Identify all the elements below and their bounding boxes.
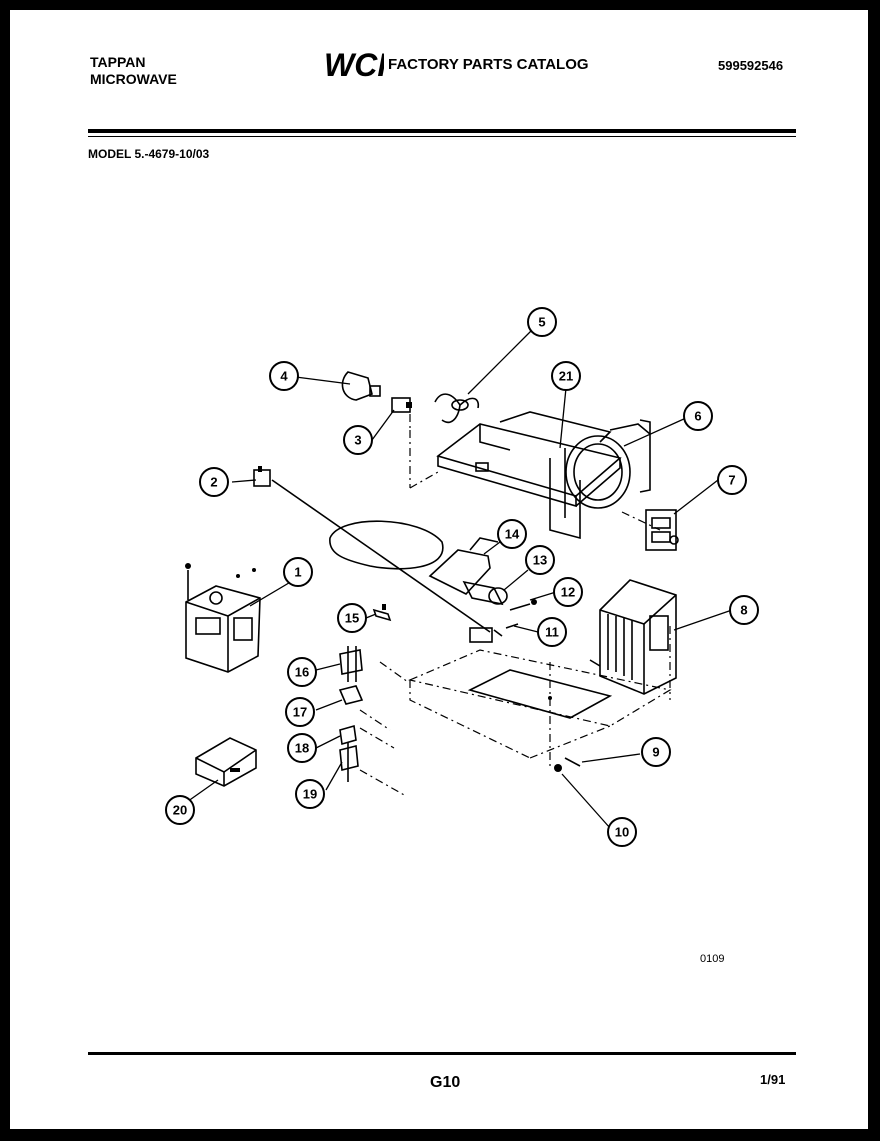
svg-text:13: 13 (533, 553, 547, 568)
capacitor-bracket (428, 537, 499, 595)
magnetron (185, 563, 261, 673)
product-type: MICROWAVE (90, 71, 177, 87)
callout-8: 8 (729, 595, 759, 625)
base-plate-outline (408, 626, 672, 770)
hv-capacitor (462, 580, 508, 606)
callout-4: 4 (269, 361, 299, 391)
power-cord (253, 466, 491, 633)
mounting-screw (548, 696, 581, 772)
callout-13: 13 (525, 545, 555, 575)
svg-text:7: 7 (728, 473, 735, 488)
svg-text:11: 11 (545, 625, 559, 640)
brand-block: TAPPAN MICROWAVE (90, 54, 177, 88)
callout-1: 1 (283, 557, 313, 587)
fan-motor-assembly (565, 419, 661, 531)
fan-blade (434, 393, 480, 424)
catalog-number: 599592546 (718, 58, 784, 73)
footer-rule (88, 1052, 796, 1055)
callout-14: 14 (497, 519, 527, 549)
callout-11: 11 (537, 617, 567, 647)
callout-10: 10 (607, 817, 637, 847)
catalog-title: FACTORY PARTS CATALOG (388, 56, 589, 73)
svg-text:8: 8 (740, 603, 747, 618)
parts-catalog-page: TAPPAN MICROWAVE WCI FACTORY PARTS CATAL… (10, 10, 868, 1129)
svg-text:21: 21 (559, 369, 573, 384)
lamp-socket (391, 397, 412, 430)
callout-2: 2 (199, 467, 229, 497)
monitor-switch (339, 724, 395, 749)
header-rule-thin (88, 136, 796, 137)
callout-20: 20 (165, 795, 195, 825)
logo-text: WCI (324, 48, 384, 82)
thermal-cutout (645, 509, 679, 551)
page-code: G10 (430, 1074, 461, 1091)
callout-6: 6 (683, 401, 713, 431)
catalog-date: 1/91 (760, 1072, 786, 1087)
svg-text:14: 14 (505, 527, 520, 542)
callout-17: 17 (285, 697, 315, 727)
svg-text:20: 20 (173, 803, 187, 818)
svg-text:9: 9 (652, 745, 659, 760)
interlock-switch-middle (338, 685, 391, 731)
hv-diode (509, 599, 537, 611)
svg-text:6: 6 (694, 409, 701, 424)
control-module (195, 737, 257, 787)
callout-19: 19 (295, 779, 325, 809)
brand-name: TAPPAN (90, 54, 146, 70)
callout-18: 18 (287, 733, 317, 763)
door-seal-gasket (329, 520, 444, 570)
callout-16: 16 (287, 657, 317, 687)
callout-21: 21 (551, 361, 581, 391)
callout-9: 9 (641, 737, 671, 767)
callout-15: 15 (337, 603, 367, 633)
fuse-holder (469, 623, 519, 643)
callout-7: 7 (717, 465, 747, 495)
svg-text:10: 10 (615, 825, 629, 840)
figure-code: 0109 (700, 953, 725, 965)
callout-3: 3 (343, 425, 373, 455)
svg-text:3: 3 (354, 433, 361, 448)
model-number: MODEL 5.-4679-10/03 (88, 147, 210, 161)
wci-logo-icon: WCI (324, 48, 384, 82)
svg-text:17: 17 (293, 705, 307, 720)
interlock-switch-lower (339, 742, 407, 797)
interlock-switch-upper (339, 646, 409, 683)
oven-lamp (341, 371, 381, 401)
svg-text:2: 2 (210, 475, 217, 490)
svg-text:16: 16 (295, 665, 309, 680)
chassis-frame (409, 411, 622, 540)
callout-5: 5 (527, 307, 557, 337)
high-voltage-transformer (589, 579, 677, 695)
exploded-parts-diagram: 1 2 3 4 5 6 7 8 9 10 11 12 13 14 15 16 1… (165, 307, 759, 847)
wire-clip (372, 604, 392, 622)
svg-text:18: 18 (295, 741, 309, 756)
svg-text:12: 12 (561, 585, 575, 600)
svg-text:5: 5 (538, 315, 545, 330)
svg-text:15: 15 (345, 611, 359, 626)
callout-12: 12 (553, 577, 583, 607)
svg-text:19: 19 (303, 787, 317, 802)
header-rule-thick (88, 129, 796, 133)
svg-text:1: 1 (294, 565, 301, 580)
svg-text:4: 4 (280, 369, 288, 384)
